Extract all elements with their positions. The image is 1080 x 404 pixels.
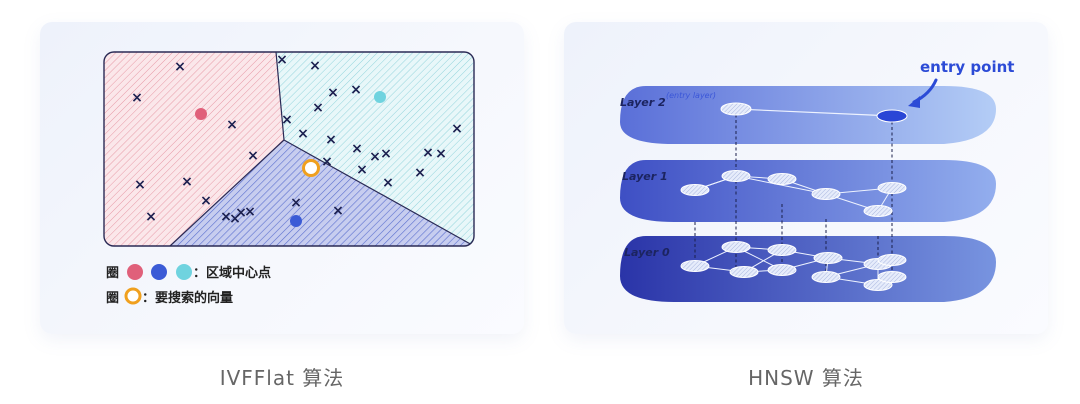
vector-cross: × xyxy=(174,59,186,75)
legend-row2-text: ：要搜索的向量 xyxy=(142,290,233,306)
vector-cross: × xyxy=(356,162,368,178)
vector-cross: × xyxy=(276,52,288,68)
entry-point-label: entry point xyxy=(920,58,1014,76)
legend-row1-text: ：区域中心点 xyxy=(193,265,271,281)
layer2-node xyxy=(720,102,752,116)
ivfflat-diagram: ×××××××××××××××××××××××××××××××× 圈 ：区域中心… xyxy=(103,51,475,306)
entry-layer-label: (entry layer) xyxy=(666,91,716,100)
legend-row1-prefix: 圈 xyxy=(106,266,119,281)
vector-cross: × xyxy=(309,58,321,74)
vector-cross: × xyxy=(325,132,337,148)
hnsw-caption: HNSW 算法 xyxy=(748,366,864,390)
layer1-nodes xyxy=(680,170,907,217)
layer0-label: Layer 0 xyxy=(624,246,670,259)
legend-query xyxy=(124,287,142,305)
vector-cross: × xyxy=(451,121,463,137)
vector-cross: × xyxy=(369,149,381,165)
hnsw-diagram: Layer 2 (entry layer) Layer 1 Layer 0 en… xyxy=(620,58,1014,302)
vector-cross: × xyxy=(290,195,302,211)
region-cyan xyxy=(276,52,474,246)
vector-cross: × xyxy=(229,211,241,227)
legend-centroid-blue xyxy=(151,264,167,280)
layer1-label: Layer 1 xyxy=(622,170,668,183)
vector-cross: × xyxy=(244,204,256,220)
vector-cross: × xyxy=(422,145,434,161)
layer0-plane xyxy=(620,236,996,302)
vector-cross: × xyxy=(350,82,362,98)
vector-cross: × xyxy=(220,209,232,225)
vector-cross: × xyxy=(351,141,363,157)
vector-cross: × xyxy=(145,209,157,225)
vector-cross: × xyxy=(181,174,193,190)
legend-centroid-cyan xyxy=(176,264,192,280)
centroid-blue xyxy=(290,215,302,227)
vector-cross: × xyxy=(235,205,247,221)
vector-cross: × xyxy=(297,126,309,142)
entry-point-node xyxy=(876,109,908,123)
vector-cross: × xyxy=(327,85,339,101)
centroid-cyan xyxy=(374,91,386,103)
vector-cross: × xyxy=(200,193,212,209)
layer2-label: Layer 2 xyxy=(620,96,666,109)
query-vector xyxy=(302,159,320,177)
vector-cross: × xyxy=(414,165,426,181)
region-pink xyxy=(104,52,284,246)
ivfflat-caption: IVFFlat 算法 xyxy=(219,366,345,390)
vector-cross: × xyxy=(435,146,447,162)
vector-cross: × xyxy=(382,175,394,191)
vector-cross: × xyxy=(247,148,259,164)
vector-cross: × xyxy=(134,177,146,193)
legend-row2-prefix: 圈 xyxy=(106,291,119,306)
vector-cross: × xyxy=(281,112,293,128)
vector-cross: × xyxy=(332,203,344,219)
legend-centroid-pink xyxy=(127,264,143,280)
ivfflat-frame xyxy=(103,51,475,247)
vector-cross: × xyxy=(380,146,392,162)
vector-cross: × xyxy=(131,90,143,106)
region-blue xyxy=(170,140,474,246)
vector-cross: × xyxy=(312,100,324,116)
vector-points: ×××××××××××××××××××××××××××××××× xyxy=(131,52,463,227)
layer2-plane xyxy=(620,86,996,144)
centroid-pink xyxy=(195,108,207,120)
layer0-nodes xyxy=(680,241,907,291)
hnsw-panel: Layer 2 (entry layer) Layer 1 Layer 0 en… xyxy=(564,22,1048,334)
vector-cross: × xyxy=(226,117,238,133)
ivfflat-panel: ×××××××××××××××××××××××××××××××× 圈 ：区域中心… xyxy=(40,22,524,334)
layer1-plane xyxy=(620,160,996,222)
vector-cross: × xyxy=(321,154,333,170)
